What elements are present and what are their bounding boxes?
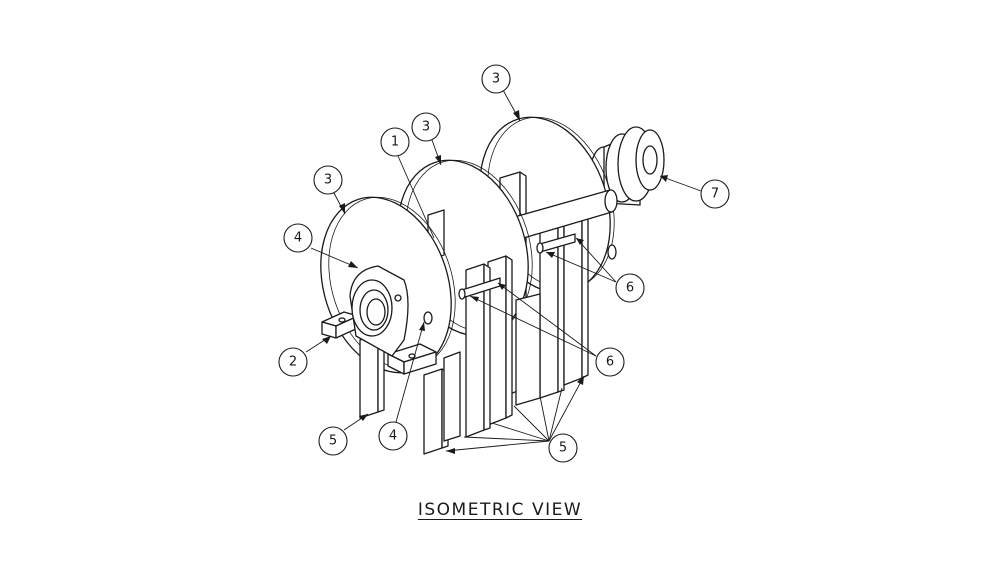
cross-pins	[458, 233, 617, 300]
svg-text:6: 6	[626, 281, 634, 296]
balloon-3-middle: 3	[411, 112, 441, 142]
balloon-4-bottom: 4	[378, 421, 408, 451]
svg-text:3: 3	[324, 173, 332, 188]
view-title: ISOMETRIC VIEW	[300, 500, 700, 520]
svg-text:2: 2	[289, 355, 297, 370]
svg-text:5: 5	[329, 434, 337, 449]
svg-text:4: 4	[389, 429, 397, 444]
balloon-7: 7	[700, 179, 730, 209]
view-title-text: ISOMETRIC VIEW	[417, 500, 583, 520]
posts-front	[359, 333, 461, 455]
arrowheads	[322, 110, 668, 454]
balloon-6-middle: 6	[595, 347, 625, 377]
svg-text:3: 3	[422, 120, 430, 135]
balloon-3-top: 3	[481, 64, 511, 94]
balloon-4-top: 4	[283, 223, 313, 253]
balloon-3-left: 3	[313, 165, 343, 195]
svg-text:1: 1	[391, 135, 399, 150]
balloon-2: 2	[278, 347, 308, 377]
svg-text:3: 3	[492, 72, 500, 87]
svg-text:4: 4	[294, 231, 302, 246]
svg-text:7: 7	[711, 187, 719, 202]
balloon-1: 1	[380, 127, 410, 157]
posts-middle	[427, 209, 541, 438]
svg-text:5: 5	[559, 441, 567, 456]
balloon-6-right: 6	[615, 273, 645, 303]
pulley	[589, 126, 665, 206]
balloon-5-left: 5	[318, 426, 348, 456]
bearing-housing	[321, 265, 437, 375]
balloon-5-right: 5	[548, 433, 578, 463]
svg-text:6: 6	[606, 355, 614, 370]
